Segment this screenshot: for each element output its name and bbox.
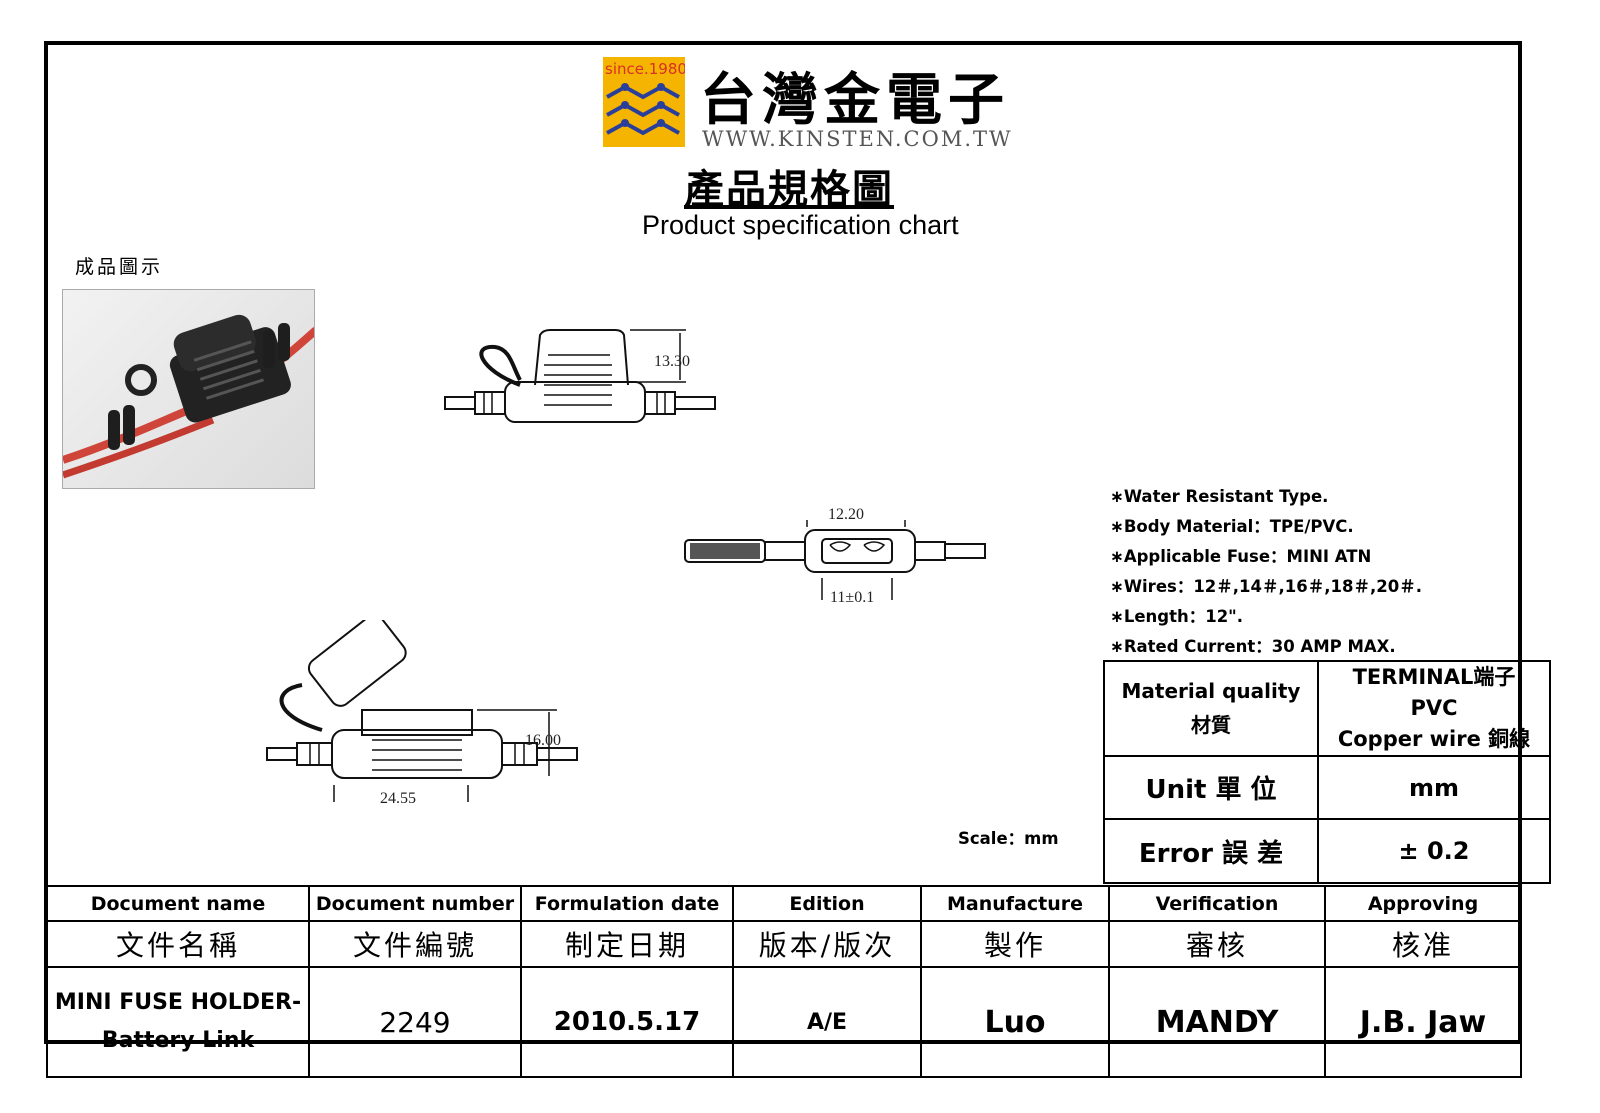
- header-verification: Verification: [1108, 885, 1326, 922]
- header-edition: Edition: [732, 885, 922, 922]
- doc-title-cn: 產品規格圖: [684, 166, 894, 213]
- value-document-name: MINI FUSE HOLDER-Battery Link: [46, 966, 310, 1078]
- dimension-12-20: 12.20: [828, 506, 864, 523]
- side-view-drawing: 13.30: [444, 329, 716, 423]
- header-approving: Approving: [1324, 885, 1522, 922]
- brand-url: WWW.KINSTEN.COM.TW: [702, 127, 1013, 151]
- dimension-11: 11±0.1: [830, 589, 874, 606]
- header-manufacture: Manufacture: [920, 885, 1110, 922]
- material-value-terminal: TERMINAL端子: [1352, 665, 1516, 689]
- brand-name-cn: 台灣金電子: [700, 67, 1010, 133]
- spec-item: ∗Length：12".: [1110, 607, 1244, 626]
- dimension-16-00: 16.00: [525, 732, 561, 749]
- document-info-table: Document name Document number Formulatio…: [46, 885, 1522, 1078]
- header-formulation-date: Formulation date: [520, 885, 734, 922]
- header-cn-edition: 版本/版次: [732, 920, 922, 968]
- header-cn-formulation-date: 制定日期: [520, 920, 734, 968]
- scale-label: Scale：mm: [958, 829, 1059, 848]
- top-view-drawing: 12.20 11±0.1: [684, 506, 986, 606]
- spec-item: ∗Rated Current：30 AMP MAX.: [1110, 637, 1396, 656]
- dimension-13-30: 13.30: [654, 353, 690, 370]
- header-cn-document-name: 文件名稱: [46, 920, 310, 968]
- header-cn-document-number: 文件編號: [308, 920, 522, 968]
- photo-label: 成品圖示: [75, 256, 164, 278]
- doc-title-en: Product specification chart: [642, 210, 959, 240]
- header-cn-verification: 審核: [1108, 920, 1326, 968]
- spec-item: ∗Water Resistant Type.: [1110, 487, 1329, 506]
- material-label-en: Material quality: [1121, 679, 1301, 703]
- material-value-copper: Copper wire 銅線: [1337, 727, 1531, 751]
- product-photo: [62, 289, 315, 489]
- spec-item: ∗Body Material：TPE/PVC.: [1110, 517, 1354, 536]
- logo-since-text: since.1980: [605, 60, 685, 78]
- material-label-cell: Material quality 材質: [1103, 660, 1319, 757]
- value-manufacture: Luo: [920, 966, 1110, 1078]
- dimension-24-55: 24.55: [380, 790, 416, 807]
- spec-item: ∗Wires：12＃,14＃,16＃,18＃,20＃.: [1110, 577, 1422, 596]
- material-table: Material quality 材質 TERMINAL端子 PVC Coppe…: [1103, 660, 1551, 884]
- value-edition: A/E: [732, 966, 922, 1078]
- error-label: Error 誤 差: [1103, 818, 1319, 884]
- material-value-cell: TERMINAL端子 PVC Copper wire 銅線: [1317, 660, 1551, 757]
- value-approving: J.B. Jaw: [1324, 966, 1522, 1078]
- value-document-number: 2249: [308, 966, 522, 1078]
- unit-label: Unit 單 位: [1103, 755, 1319, 820]
- error-value: ± 0.2: [1317, 818, 1551, 884]
- value-formulation-date: 2010.5.17: [520, 966, 734, 1078]
- header-document-number: Document number: [308, 885, 522, 922]
- header-document-name: Document name: [46, 885, 310, 922]
- material-value-pvc: PVC: [1410, 696, 1458, 720]
- material-label-cn: 材質: [1191, 713, 1231, 737]
- kinsten-logo: since.1980: [603, 57, 687, 147]
- header-cn-manufacture: 製作: [920, 920, 1110, 968]
- open-view-drawing: 16.00 24.55: [266, 620, 578, 807]
- spec-item: ∗Applicable Fuse：MINI ATN: [1110, 547, 1372, 566]
- spec-list: ∗Water Resistant Type. ∗Body Material：TP…: [1110, 482, 1422, 662]
- header-cn-approving: 核准: [1324, 920, 1522, 968]
- value-verification: MANDY: [1108, 966, 1326, 1078]
- unit-value: mm: [1317, 755, 1551, 820]
